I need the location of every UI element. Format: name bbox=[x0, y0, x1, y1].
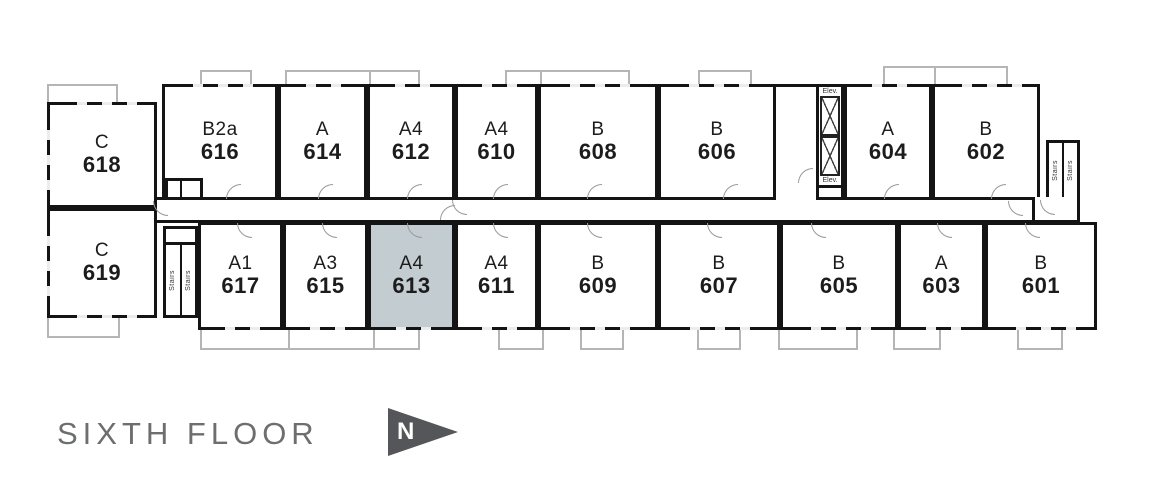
unit-614[interactable]: A 614 bbox=[278, 84, 367, 200]
unit-number: 611 bbox=[478, 273, 515, 299]
unit-607[interactable]: B 607 bbox=[658, 222, 780, 330]
unit-type: B bbox=[710, 119, 724, 141]
unit-611[interactable]: A4 611 bbox=[455, 222, 538, 330]
elevator-shaft: Elev. Elev. bbox=[816, 84, 844, 200]
unit-number: 607 bbox=[699, 273, 739, 299]
stairs-left: Stairs Stairs bbox=[163, 226, 198, 318]
unit-603[interactable]: A 603 bbox=[898, 222, 985, 330]
unit-618[interactable]: C 618 bbox=[47, 102, 157, 208]
unit-type: A bbox=[934, 253, 949, 275]
stairs-label: Stairs bbox=[169, 269, 177, 291]
balcony bbox=[47, 84, 118, 104]
elevator-car-icon bbox=[820, 96, 840, 136]
unit-number: 616 bbox=[200, 139, 240, 165]
unit-number: 606 bbox=[697, 139, 737, 165]
unit-609[interactable]: B 609 bbox=[538, 222, 658, 330]
unit-type: A1 bbox=[228, 253, 253, 275]
unit-type: B bbox=[712, 253, 726, 275]
unit-619[interactable]: C 619 bbox=[47, 208, 157, 318]
north-arrow-label: N bbox=[397, 418, 415, 445]
unit-number: 615 bbox=[306, 273, 345, 299]
unit-number: 609 bbox=[578, 273, 618, 299]
unit-type: A3 bbox=[313, 253, 338, 275]
unit-number: 610 bbox=[477, 139, 516, 165]
unit-number: 602 bbox=[966, 139, 1006, 165]
door-arc bbox=[440, 205, 455, 220]
corridor bbox=[150, 197, 1035, 223]
north-arrow: N bbox=[388, 408, 458, 456]
unit-type: B bbox=[591, 253, 605, 275]
closet bbox=[165, 178, 203, 200]
balcony bbox=[580, 326, 624, 350]
unit-type: A4 bbox=[399, 253, 424, 275]
unit-608[interactable]: B 608 bbox=[538, 84, 658, 200]
elevator-car-icon bbox=[820, 136, 840, 176]
unit-617[interactable]: A1 617 bbox=[198, 222, 283, 330]
unit-type: B bbox=[832, 253, 846, 275]
unit-number: 605 bbox=[819, 273, 859, 299]
stair-vestibule bbox=[166, 229, 195, 245]
door-arc bbox=[798, 168, 813, 183]
unit-602[interactable]: B 602 bbox=[932, 84, 1040, 200]
unit-type: B bbox=[979, 119, 993, 141]
unit-601[interactable]: B 601 bbox=[985, 222, 1097, 330]
unit-610[interactable]: A4 610 bbox=[455, 84, 538, 200]
balcony bbox=[498, 326, 544, 350]
unit-604[interactable]: A 604 bbox=[844, 84, 932, 200]
stairs-label: Stairs bbox=[1052, 159, 1059, 181]
unit-615[interactable]: A3 615 bbox=[283, 222, 368, 330]
unit-type: B bbox=[1034, 253, 1048, 275]
unit-type: A4 bbox=[484, 119, 509, 141]
balcony bbox=[697, 326, 741, 350]
unit-type: B2a bbox=[202, 119, 238, 141]
elevator-label: Elev. bbox=[822, 88, 838, 95]
stairs-label: Stairs bbox=[1067, 159, 1074, 181]
unit-number: 608 bbox=[578, 139, 618, 165]
unit-number: 612 bbox=[391, 139, 431, 165]
unit-number: 617 bbox=[221, 273, 260, 299]
unit-number: 613 bbox=[392, 273, 431, 299]
unit-type: B bbox=[591, 119, 605, 141]
unit-number: 604 bbox=[868, 139, 908, 165]
unit-606[interactable]: B 606 bbox=[658, 84, 776, 200]
unit-type: A4 bbox=[484, 253, 509, 275]
unit-type: A bbox=[315, 119, 330, 141]
unit-number: 603 bbox=[922, 273, 961, 299]
unit-type: A4 bbox=[398, 119, 424, 141]
unit-613[interactable]: A4 613 bbox=[368, 222, 455, 330]
floor-title: SIXTH FLOOR bbox=[57, 416, 319, 451]
stairs-right: Stairs Stairs bbox=[1046, 140, 1080, 200]
unit-number: 619 bbox=[82, 260, 122, 286]
unit-number: 614 bbox=[303, 139, 342, 165]
unit-type: A bbox=[881, 119, 895, 141]
stairs-label: Stairs bbox=[184, 269, 192, 291]
unit-type: C bbox=[94, 132, 110, 154]
unit-number: 618 bbox=[82, 152, 122, 178]
unit-612[interactable]: A4 612 bbox=[367, 84, 455, 200]
unit-type: C bbox=[94, 240, 110, 262]
elevator-label: Elev. bbox=[822, 177, 838, 184]
balcony bbox=[893, 326, 941, 350]
unit-605[interactable]: B 605 bbox=[780, 222, 898, 330]
elevator-lobby bbox=[819, 185, 841, 197]
unit-number: 601 bbox=[1021, 273, 1061, 299]
